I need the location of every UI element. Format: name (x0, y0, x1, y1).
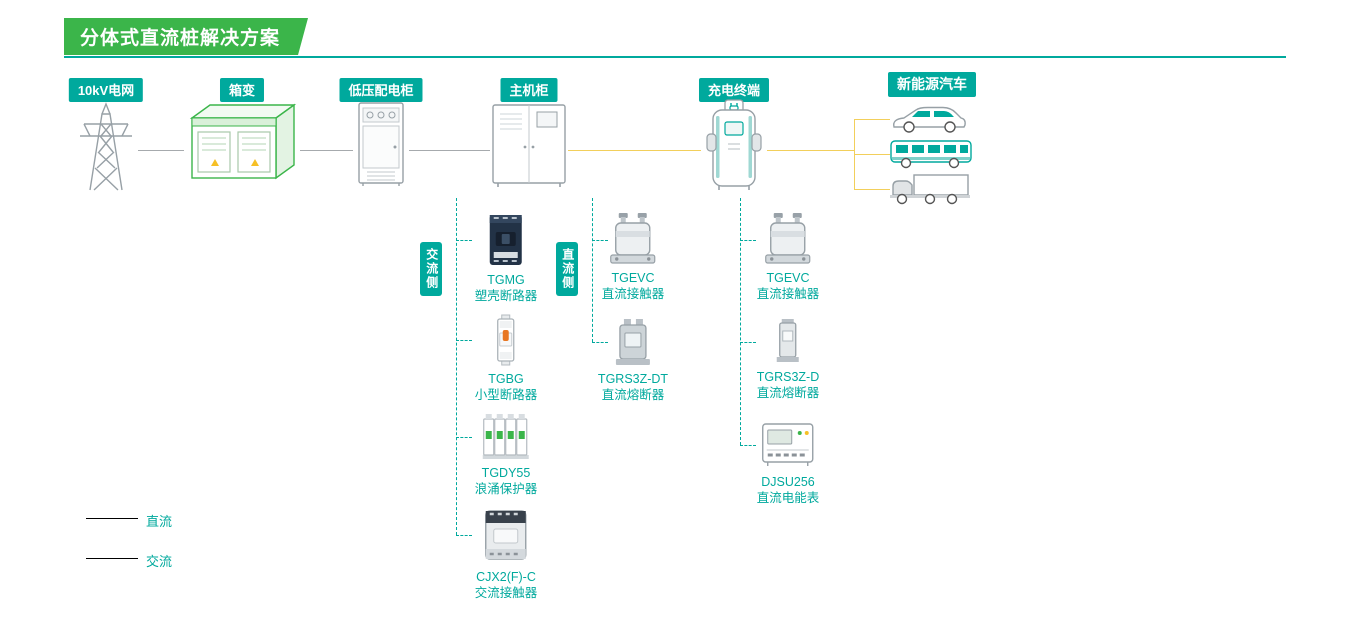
ac-tick-2 (456, 340, 472, 341)
dc-energy-meter-icon (762, 423, 814, 466)
product-desc: 浪涌保护器 (474, 482, 538, 496)
product-ac-tgbg: TGBG 小型断路器 (474, 313, 538, 403)
product-desc: 直流熔断器 (756, 386, 820, 400)
connector-grid-transformer (138, 150, 184, 151)
product-name: TGMG (487, 273, 525, 287)
node-label-grid: 10kV电网 (68, 78, 144, 102)
dc-contactor-icon (765, 213, 811, 264)
dc-side-label: 直流侧 (556, 242, 578, 296)
transmission-tower-icon (80, 102, 132, 191)
product-desc: 直流熔断器 (601, 388, 665, 402)
product-desc: 交流接触器 (474, 586, 538, 600)
product-desc: 塑壳断路器 (474, 289, 538, 303)
product-desc: 直流电能表 (756, 491, 820, 505)
terminal-branch-dashed-line (740, 198, 741, 445)
dc-tick-2 (592, 342, 608, 343)
molded-case-breaker-icon (489, 215, 522, 265)
ac-tick-3 (456, 437, 472, 438)
product-dc-tgrs3z-dt: TGRS3Z-DT 直流熔断器 (598, 317, 668, 403)
truck-icon-wrap (886, 172, 972, 206)
surge-protector-icon (482, 414, 529, 459)
product-name: TGBG (488, 372, 524, 386)
ac-contactor-icon (485, 510, 527, 560)
car-icon-wrap (888, 104, 970, 134)
product-terminal-tgevc: TGEVC 直流接触器 (756, 212, 820, 302)
product-name: TGEVC (766, 271, 810, 285)
legend-ac-line (86, 558, 138, 559)
connector-terminal-vehicles (767, 150, 854, 151)
dc-branch-dashed-line (592, 198, 593, 342)
product-name: TGEVC (611, 271, 655, 285)
legend-dc-label: 直流 (146, 514, 173, 529)
title-underline (64, 56, 1286, 58)
product-dc-tgevc: TGEVC 直流接触器 (601, 212, 665, 302)
product-desc: 直流接触器 (756, 287, 820, 301)
car-icon (893, 106, 966, 133)
terminal-tick-1 (740, 240, 756, 241)
ac-tick-4 (456, 535, 472, 536)
vehicle-stub-truck (854, 189, 890, 190)
page-title: 分体式直流桩解决方案 (80, 28, 281, 49)
dc-tick-1 (592, 240, 608, 241)
vehicle-stub-car (854, 119, 890, 120)
product-name: TGDY55 (481, 466, 531, 480)
bus-icon-wrap (888, 138, 974, 170)
product-terminal-djsu256: DJSU256 直流电能表 (756, 420, 820, 506)
vehicle-stub-bus (854, 154, 890, 155)
connector-lv-main (409, 150, 490, 151)
dc-fuse-d-icon (776, 319, 799, 362)
terminal-tick-2 (740, 342, 756, 343)
grid-icon-wrap (74, 100, 138, 192)
legend-dc-line (86, 518, 138, 519)
connector-transformer-lv (300, 150, 353, 151)
dc-contactor-icon (610, 213, 656, 264)
ac-branch-dashed-line (456, 198, 457, 535)
product-terminal-tgrs3z-d: TGRS3Z-D 直流熔断器 (756, 319, 820, 401)
ac-tick-1 (456, 240, 472, 241)
truck-icon (890, 174, 970, 205)
product-desc: 小型断路器 (474, 388, 538, 402)
box-transformer-icon (189, 103, 297, 180)
charging-terminal-icon (706, 99, 762, 190)
mini-breaker-icon (497, 314, 515, 366)
terminal-tick-3 (740, 445, 756, 446)
main-cabinet-icon-wrap (490, 102, 568, 188)
page-title-banner: 分体式直流桩解决方案 (64, 18, 308, 55)
connector-main-terminal (568, 150, 701, 151)
dc-fuse-dt-icon (615, 319, 650, 365)
bus-icon (890, 140, 972, 169)
product-desc: 直流接触器 (601, 287, 665, 301)
product-name: DJSU256 (761, 475, 815, 489)
lv-cabinet-icon-wrap (353, 100, 409, 188)
legend-ac-label: 交流 (146, 554, 173, 569)
node-label-main-cabinet: 主机柜 (500, 78, 558, 102)
main-cabinet-icon (492, 104, 566, 187)
node-label-lv-cabinet: 低压配电柜 (339, 78, 423, 102)
product-ac-tgmg: TGMG 塑壳断路器 (474, 212, 538, 304)
product-ac-cjx2: CJX2(F)-C 交流接触器 (474, 505, 538, 601)
lv-distribution-cabinet-icon (358, 102, 404, 186)
product-name: TGRS3Z-DT (597, 372, 669, 386)
node-label-transformer: 箱变 (219, 78, 265, 102)
terminal-icon-wrap (701, 98, 767, 194)
node-label-terminal: 充电终端 (698, 78, 770, 102)
node-label-vehicles: 新能源汽车 (888, 72, 976, 97)
transformer-icon-wrap (184, 98, 300, 186)
ac-side-label: 交流侧 (420, 242, 442, 296)
product-name: TGRS3Z-D (756, 370, 820, 384)
product-ac-tgdy55: TGDY55 浪涌保护器 (474, 413, 538, 497)
product-name: CJX2(F)-C (476, 570, 536, 584)
